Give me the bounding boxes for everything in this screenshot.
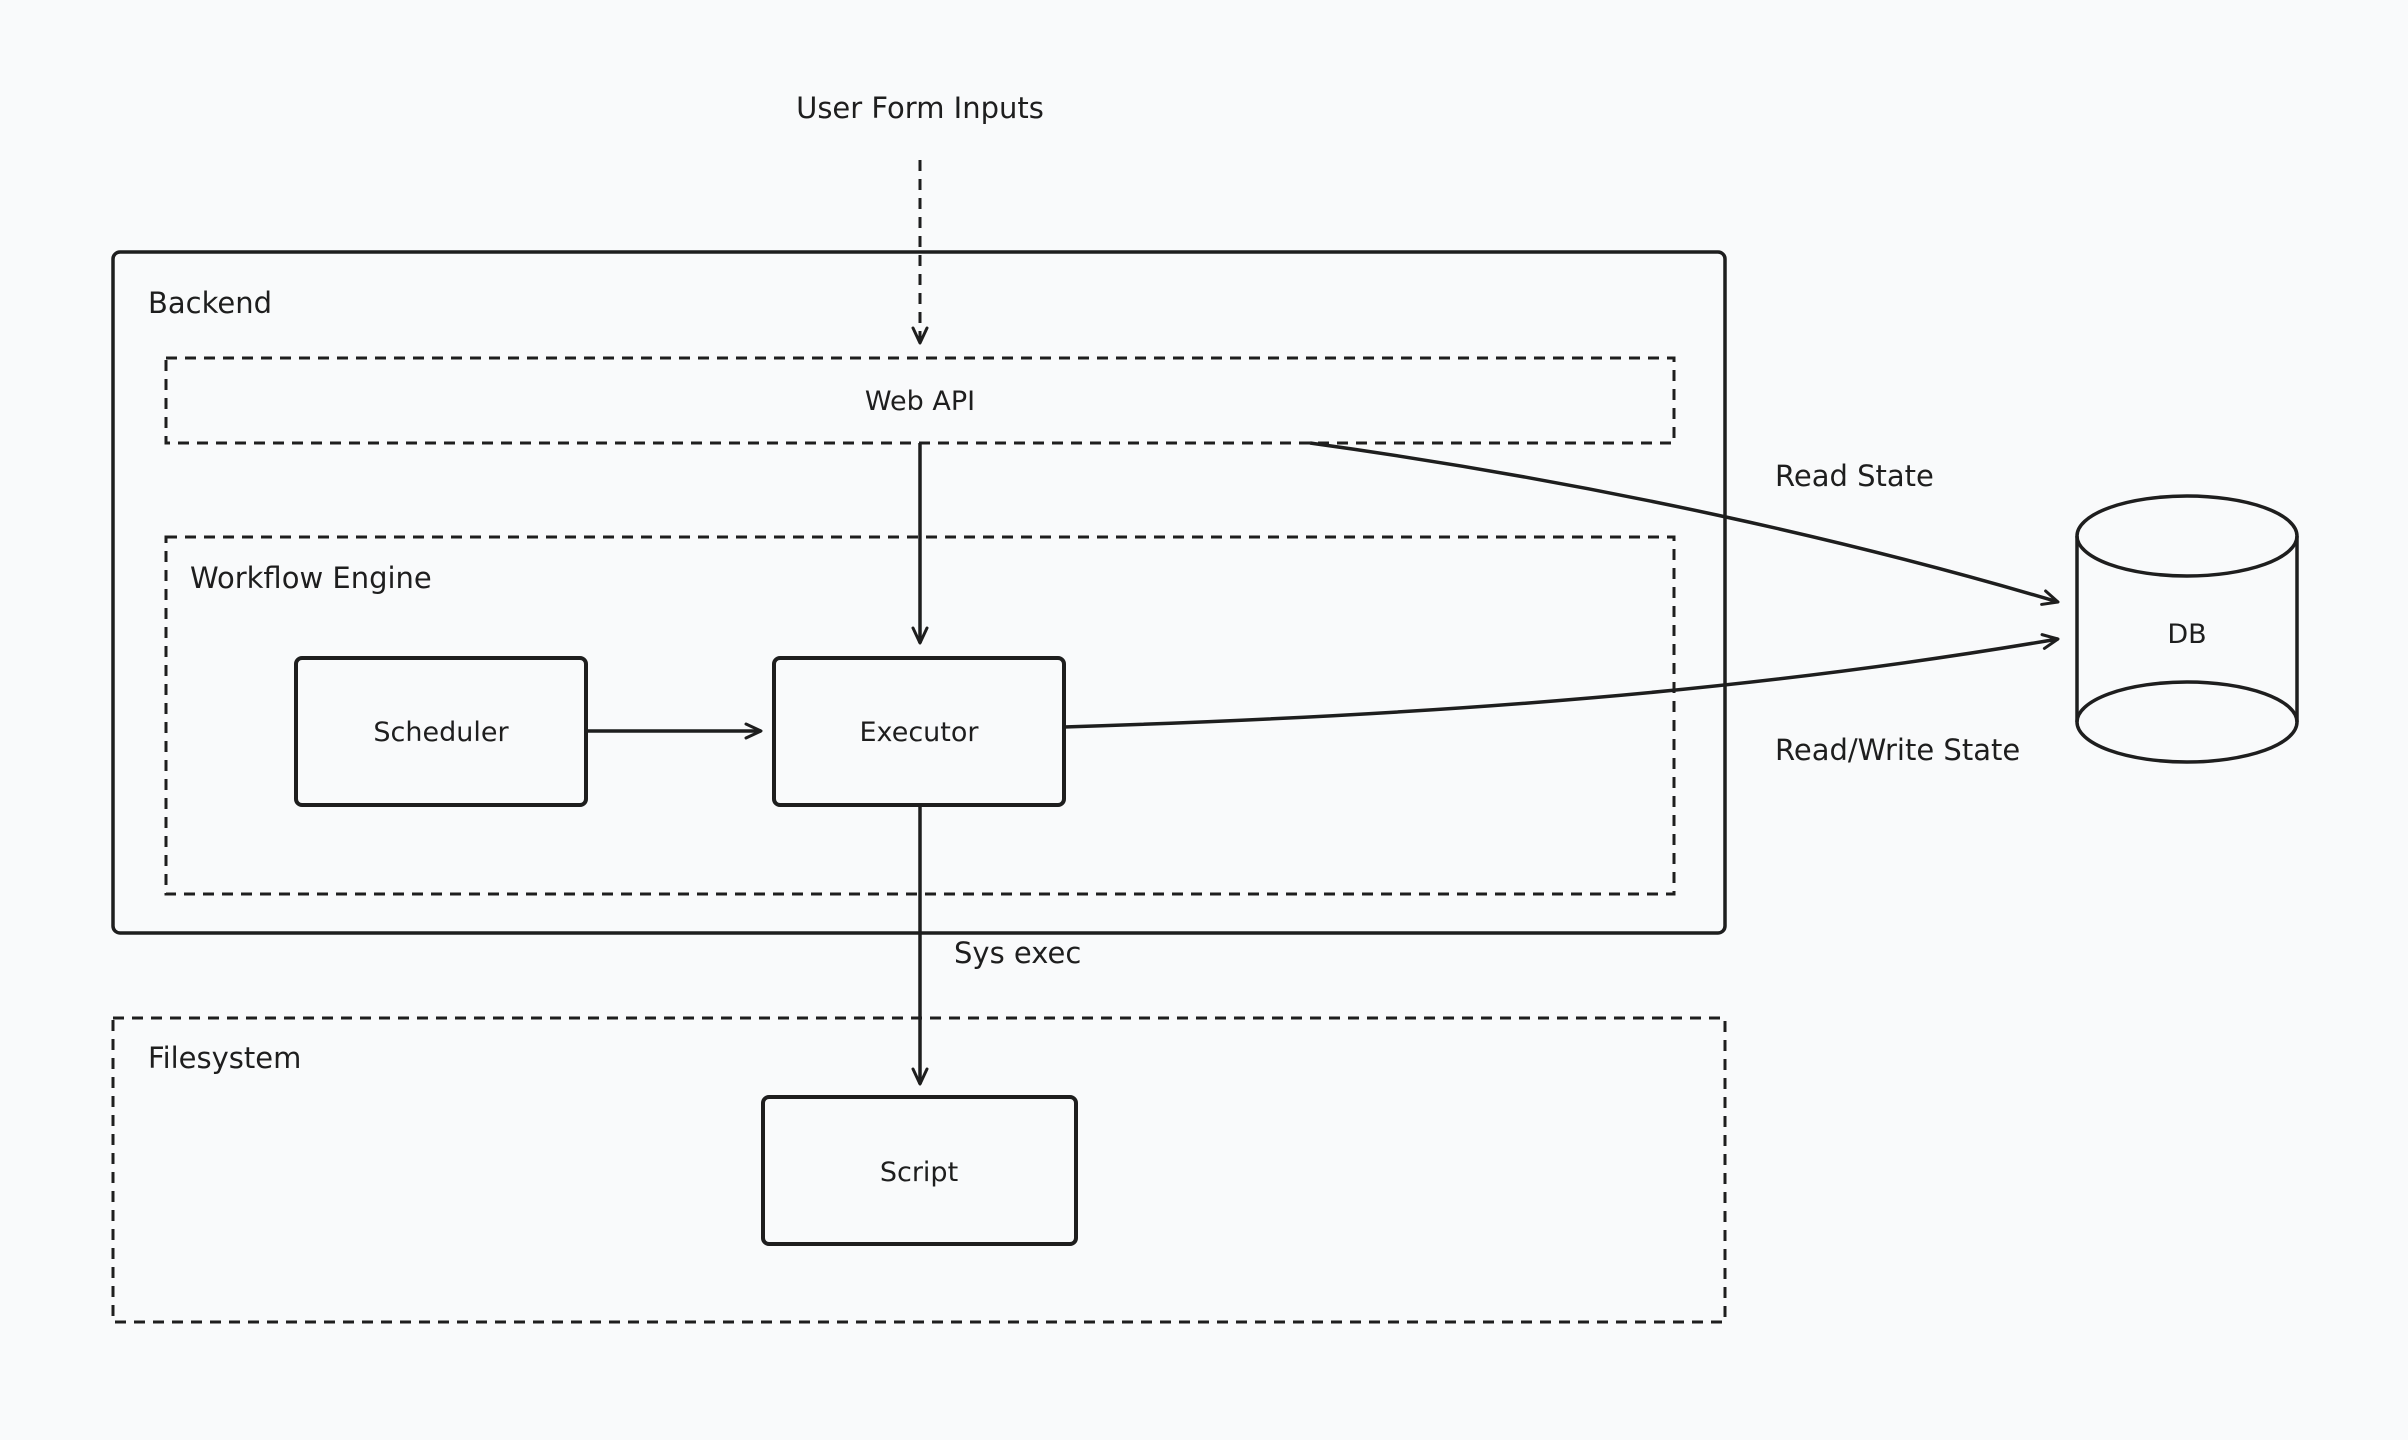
script-node: Script — [761, 1095, 1078, 1246]
executor-label: Executor — [860, 717, 980, 748]
db-node: DB — [2075, 494, 2299, 764]
db-cylinder-body — [2075, 536, 2299, 764]
backend-label: Backend — [148, 286, 272, 320]
scheduler-label: Scheduler — [373, 717, 509, 748]
web-api-node: Web API — [164, 356, 1676, 445]
web-api-label: Web API — [865, 386, 975, 417]
workflow-engine-label: Workflow Engine — [190, 561, 432, 595]
script-border — [761, 1095, 1078, 1246]
scheduler-node: Scheduler — [294, 656, 588, 807]
db-cylinder-bottom-rim — [2075, 680, 2299, 723]
user-form-inputs-label: User Form Inputs — [796, 91, 1044, 125]
sys-exec-label: Sys exec — [954, 936, 1081, 970]
db-cylinder-top — [2075, 494, 2299, 578]
edge-user-inputs-to-web-api: User Form Inputs — [796, 91, 1044, 345]
edge-read-state-line — [1309, 441, 2060, 606]
db-label: DB — [2167, 619, 2206, 650]
edge-executor-to-db: Read/Write State — [1063, 633, 2060, 767]
edge-read-write-state-line — [1063, 633, 2060, 729]
script-label: Script — [880, 1157, 958, 1188]
read-write-state-label: Read/Write State — [1775, 733, 2020, 767]
filesystem-label: Filesystem — [148, 1041, 301, 1075]
executor-node: Executor — [772, 656, 1066, 807]
read-state-label: Read State — [1775, 459, 1934, 493]
edge-web-api-to-db: Read State — [1309, 441, 2060, 606]
workflow-engine-group: Workflow Engine — [164, 535, 1676, 896]
edge-executor-to-script: Sys exec — [911, 805, 1081, 1086]
